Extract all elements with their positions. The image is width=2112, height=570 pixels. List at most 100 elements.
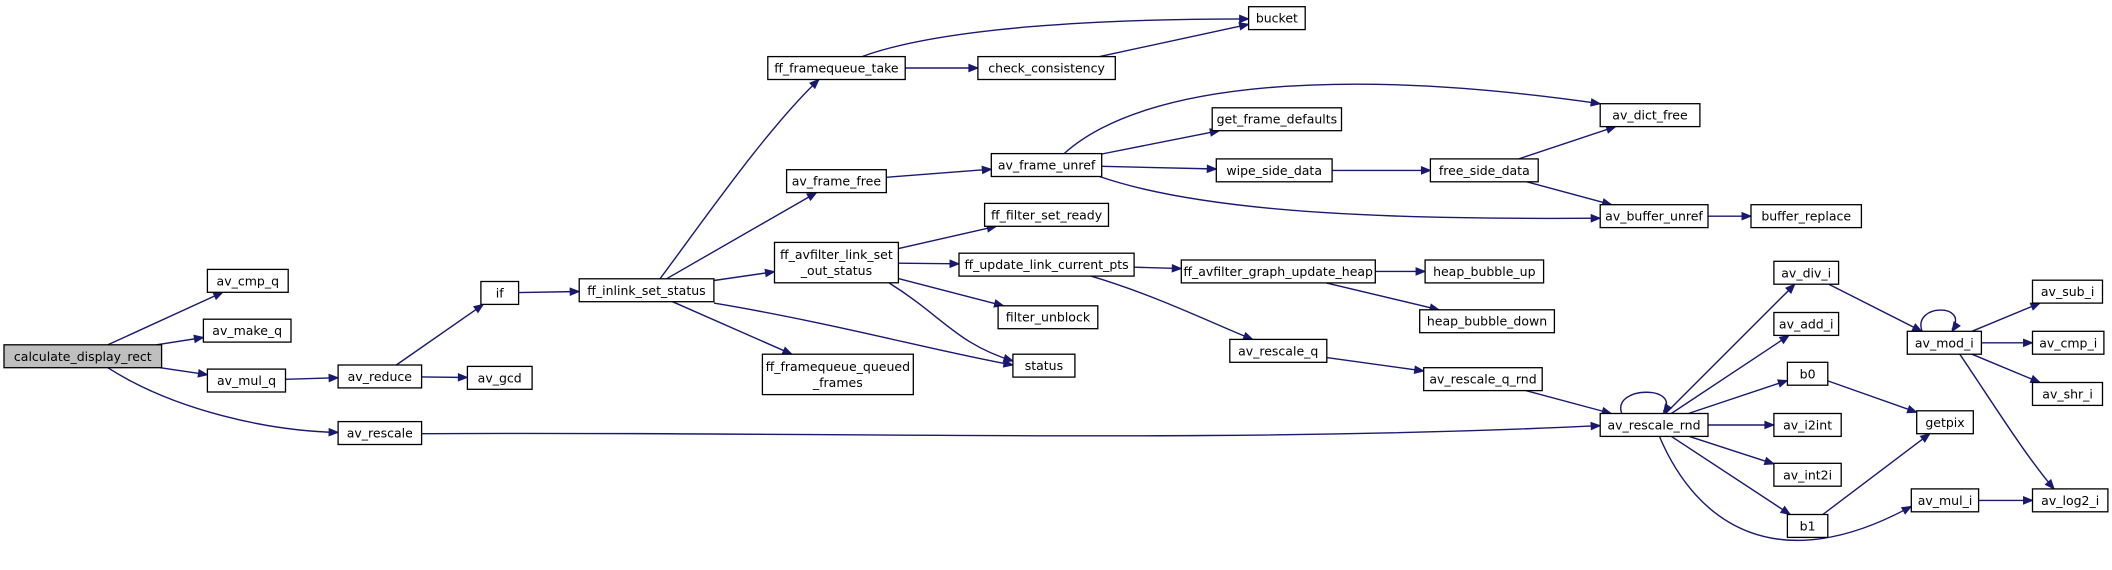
node-free-side-data[interactable]: free_side_data — [1429, 158, 1539, 183]
node-box[interactable] — [480, 280, 520, 306]
node-box[interactable] — [1012, 353, 1076, 378]
edge-av-mul-i-to-av-log2-i — [1978, 496, 2034, 505]
node-av-frame-unref[interactable]: av_frame_unref — [990, 152, 1103, 178]
node-box[interactable] — [2031, 488, 2109, 513]
node-getpix[interactable]: getpix — [1916, 410, 1974, 435]
node-box[interactable] — [1423, 367, 1543, 392]
node-box[interactable] — [1773, 260, 1840, 285]
node-box[interactable] — [1786, 361, 1829, 386]
edge-av-rescale-rnd-to-av-div-i — [1665, 283, 1796, 414]
node-box[interactable] — [785, 169, 887, 194]
node-box[interactable] — [578, 278, 715, 303]
node-box[interactable] — [1229, 338, 1328, 363]
node-heap-bubble-down[interactable]: heap_bubble_down — [1419, 309, 1556, 334]
node-box[interactable] — [2031, 381, 2104, 407]
node-box[interactable] — [1599, 103, 1701, 128]
node-ff-framequeue-queued-frames[interactable]: ff_framequeue_queued_frames — [761, 353, 914, 396]
node-box[interactable] — [761, 353, 914, 396]
node-box[interactable] — [958, 252, 1135, 277]
node-bucket[interactable]: bucket — [1247, 6, 1306, 31]
node-av-div-i[interactable]: av_div_i — [1773, 260, 1840, 285]
node-box[interactable] — [990, 152, 1103, 178]
node-av-mul-q[interactable]: av_mul_q — [206, 368, 287, 393]
node-av-log2-i[interactable]: av_log2_i — [2031, 488, 2109, 513]
node-av-gcd[interactable]: av_gcd — [466, 365, 533, 390]
node-box[interactable] — [2031, 330, 2105, 355]
node-av-add-i[interactable]: av_add_i — [1773, 311, 1840, 337]
node-ff-avfilter-link-set-out-status[interactable]: ff_avfilter_link_set_out_status — [773, 241, 900, 284]
edge-av-rescale-rnd-to-b1 — [1671, 435, 1792, 516]
node-ff-avfilter-graph-update-heap[interactable]: ff_avfilter_graph_update_heap — [1180, 259, 1376, 284]
node-box[interactable] — [1599, 412, 1709, 438]
node-av-cmp-q[interactable]: av_cmp_q — [206, 268, 289, 293]
node-box[interactable] — [1910, 488, 1980, 513]
node-calculate-display-rect[interactable]: calculate_display_rect — [3, 344, 163, 369]
node-get-frame-defaults[interactable]: get_frame_defaults — [1211, 107, 1343, 132]
node-av-rescale-q[interactable]: av_rescale_q — [1229, 338, 1328, 363]
node-box[interactable] — [2031, 279, 2104, 304]
node-box[interactable] — [337, 364, 423, 389]
node-box[interactable] — [1906, 330, 1983, 355]
node-ff-filter-set-ready[interactable]: ff_filter_set_ready — [983, 202, 1110, 227]
edge-ff-inlink-set-status-to-ff-framequeue-queued-frames — [672, 301, 794, 355]
node-check-consistency[interactable]: check_consistency — [977, 55, 1116, 81]
node-box[interactable] — [3, 344, 163, 369]
node-av-buffer-unref[interactable]: av_buffer_unref — [1599, 204, 1709, 229]
node-box[interactable] — [206, 268, 289, 293]
edge-free-side-data-to-av-buffer-unref — [1526, 181, 1613, 207]
node-b0[interactable]: b0 — [1786, 361, 1829, 386]
node-box[interactable] — [1424, 259, 1545, 284]
node-filter-unblock[interactable]: filter_unblock — [997, 305, 1099, 330]
node-box[interactable] — [1786, 513, 1829, 539]
node-box[interactable] — [1916, 410, 1974, 435]
node-av-sub-i[interactable]: av_sub_i — [2031, 279, 2104, 304]
node-box[interactable] — [1429, 158, 1539, 183]
node-label: get_frame_defaults — [1217, 112, 1338, 127]
node-buffer-replace[interactable]: buffer_replace — [1750, 204, 1863, 229]
node-av-shr-i[interactable]: av_shr_i — [2031, 381, 2104, 407]
node-box[interactable] — [1419, 309, 1556, 334]
node-wipe-side-data[interactable]: wipe_side_data — [1215, 158, 1333, 183]
node-b1[interactable]: b1 — [1786, 513, 1829, 539]
node-box[interactable] — [1599, 204, 1709, 229]
node-box[interactable] — [1247, 6, 1306, 31]
node-av-mod-i[interactable]: av_mod_i — [1906, 330, 1983, 355]
node-box[interactable] — [1215, 158, 1333, 183]
node-box[interactable] — [1180, 259, 1376, 284]
node-box[interactable] — [1773, 462, 1842, 487]
node-box[interactable] — [337, 420, 423, 446]
node-box[interactable] — [983, 202, 1110, 227]
node-av-reduce[interactable]: av_reduce — [337, 364, 423, 389]
node-av-make-q[interactable]: av_make_q — [202, 318, 292, 343]
node-av-mul-i[interactable]: av_mul_i — [1910, 488, 1980, 513]
node-if[interactable]: if — [480, 280, 520, 306]
node-av-rescale-q-rnd[interactable]: av_rescale_q_rnd — [1423, 367, 1543, 392]
node-av-dict-free[interactable]: av_dict_free — [1599, 103, 1701, 128]
node-box[interactable] — [1773, 412, 1842, 438]
node-box[interactable] — [1750, 204, 1863, 229]
node-box[interactable] — [206, 368, 287, 393]
node-heap-bubble-up[interactable]: heap_bubble_up — [1424, 259, 1545, 284]
node-box[interactable] — [977, 55, 1116, 81]
node-av-rescale-rnd[interactable]: av_rescale_rnd — [1599, 412, 1709, 438]
node-label: av_cmp_q — [217, 273, 279, 288]
node-box[interactable] — [202, 318, 292, 343]
node-box[interactable] — [1211, 107, 1343, 132]
node-av-int2i[interactable]: av_int2i — [1773, 462, 1842, 487]
edge-calculate-display-rect-to-av-mul-q — [159, 367, 209, 378]
node-box[interactable] — [997, 305, 1099, 330]
node-box[interactable] — [767, 55, 906, 81]
node-status[interactable]: status — [1012, 353, 1076, 378]
node-av-rescale[interactable]: av_rescale — [337, 420, 423, 446]
node-ff-framequeue-take[interactable]: ff_framequeue_take — [767, 55, 906, 81]
node-label: _out_status — [800, 263, 872, 278]
edge-av-mul-q-to-av-reduce — [285, 373, 340, 383]
node-av-cmp-i[interactable]: av_cmp_i — [2031, 330, 2105, 355]
node-box[interactable] — [1773, 311, 1840, 337]
node-box[interactable] — [466, 365, 533, 390]
node-ff-inlink-set-status[interactable]: ff_inlink_set_status — [578, 278, 715, 303]
node-ff-update-link-current-pts[interactable]: ff_update_link_current_pts — [958, 252, 1135, 277]
node-av-i2int[interactable]: av_i2int — [1773, 412, 1842, 438]
node-box[interactable] — [773, 241, 900, 284]
node-av-frame-free[interactable]: av_frame_free — [785, 169, 887, 194]
